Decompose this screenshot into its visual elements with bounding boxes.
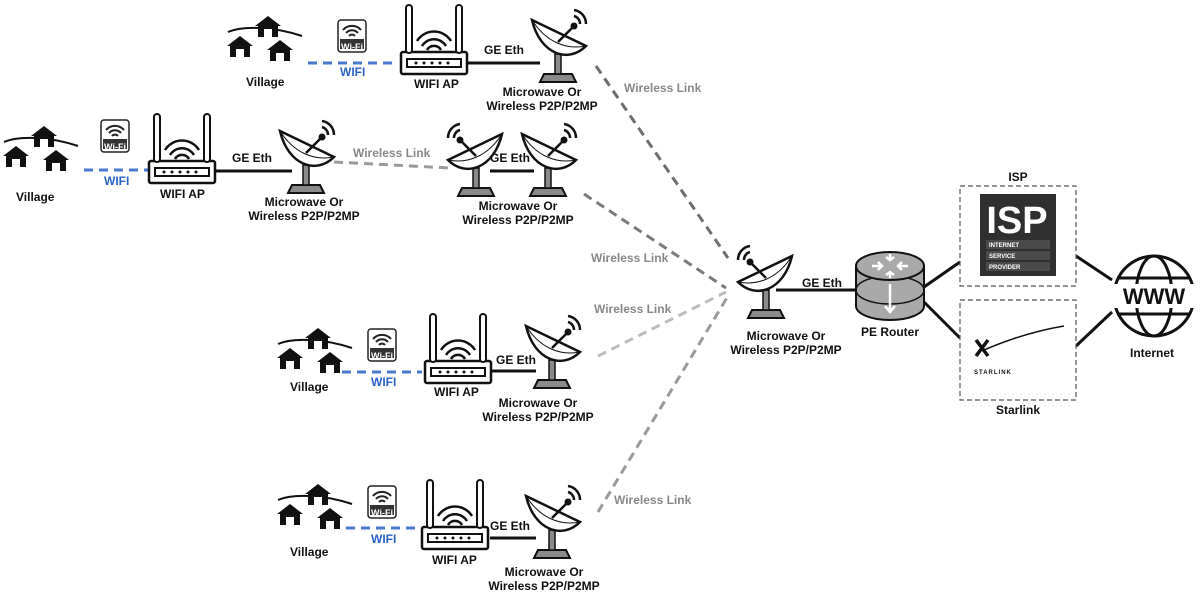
wifi-ap-icon [399, 3, 469, 76]
site-top: Village Wi-Fi WIFI WIFI AP GE Eth Microw… [227, 3, 598, 113]
wifi-ap-icon [147, 112, 217, 185]
ge-eth-label: GE Eth [490, 151, 530, 165]
link-isp-internet [1075, 254, 1113, 282]
microwave-label-2: Wireless P2P/P2MP [488, 579, 599, 593]
wireless-link-relay-hub [583, 192, 727, 290]
village-label: Village [246, 75, 285, 89]
microwave-label-1: Microwave Or [747, 329, 826, 343]
pe-router-label: PE Router [861, 325, 919, 339]
microwave-label-1: Microwave Or [499, 396, 578, 410]
microwave-label-1: Microwave Or [505, 565, 584, 579]
microwave-label-2: Wireless P2P/P2MP [730, 343, 841, 357]
ge-eth-label: GE Eth [490, 519, 530, 533]
link-starlink-internet [1074, 310, 1114, 348]
wifi-label: WIFI [340, 65, 365, 79]
svg-text:Wi-Fi: Wi-Fi [104, 142, 126, 152]
microwave-label-1: Microwave Or [479, 199, 558, 213]
wifi-ap-icon [420, 478, 490, 551]
ge-eth-label: GE Eth [484, 43, 524, 57]
svg-text:INTERNET: INTERNET [989, 243, 1019, 249]
starlink-label: Starlink [996, 403, 1040, 417]
isp-label: ISP [1008, 170, 1027, 184]
microwave-dish-icon [524, 314, 582, 390]
pe-router: PE Router [855, 251, 925, 339]
microwave-dish-icon [278, 119, 336, 195]
microwave-label-2: Wireless P2P/P2MP [482, 410, 593, 424]
wifi-ap-label: WIFI AP [432, 553, 477, 567]
microwave-label-2: Wireless P2P/P2MP [462, 213, 573, 227]
microwave-dish-icon [530, 8, 588, 84]
wifi-badge: Wi-Fi [337, 19, 367, 53]
wifi-ap-icon [423, 312, 493, 385]
hub-site: GE Eth Microwave Or Wireless P2P/P2MP [730, 246, 842, 357]
microwave-label-2: Wireless P2P/P2MP [248, 209, 359, 223]
wireless-link-top-hub [594, 65, 730, 259]
ge-eth-label: GE Eth [802, 276, 842, 290]
isp-block: ISP ISP INTERNET SERVICE PROVIDER [959, 170, 1077, 287]
wireless-link-label: Wireless Link [624, 81, 702, 95]
wifi-badge: Wi-Fi [100, 119, 130, 153]
site-left: Village Wi-Fi WIFI WIFI AP GE Eth Microw… [3, 112, 431, 223]
links [84, 61, 1114, 540]
link-router-starlink [922, 300, 962, 340]
microwave-dish-icon [524, 484, 582, 560]
svg-text:Wi-Fi: Wi-Fi [371, 508, 393, 518]
wireless-link-third-hub [597, 290, 727, 358]
village-icon [277, 484, 352, 529]
starlink-logo: STARLINK [974, 325, 1065, 376]
wireless-link-bottom-hub [596, 295, 730, 513]
relay-site: GE Eth Microwave Or Wireless P2P/P2MP Wi… [448, 81, 702, 265]
wifi-badge: Wi-Fi [367, 485, 397, 519]
isp-logo: ISP INTERNET SERVICE PROVIDER [980, 194, 1056, 276]
wifi-ap-label: WIFI AP [414, 77, 459, 91]
village-label: Village [290, 380, 329, 394]
wifi-label: WIFI [104, 174, 129, 188]
wireless-link-label: Wireless Link [591, 251, 669, 265]
wifi-badge: Wi-Fi [367, 328, 397, 362]
village-icon [227, 16, 302, 61]
wifi-ap-label: WIFI AP [160, 187, 205, 201]
svg-text:SERVICE: SERVICE [989, 254, 1015, 260]
svg-text:Wi-Fi: Wi-Fi [341, 42, 363, 52]
village-icon [277, 328, 352, 373]
wifi-label: WIFI [371, 532, 396, 546]
microwave-dish-icon [738, 246, 792, 318]
globe-icon: WWW [1112, 254, 1196, 338]
wireless-link-label: Wireless Link [353, 146, 431, 160]
microwave-dish-icon-right [520, 122, 578, 198]
ge-eth-label: GE Eth [232, 151, 272, 165]
internet-block: WWW Internet [1112, 254, 1196, 360]
svg-text:Wi-Fi: Wi-Fi [371, 351, 393, 361]
microwave-label-1: Microwave Or [503, 85, 582, 99]
microwave-label-2: Wireless P2P/P2MP [486, 99, 597, 113]
ge-eth-label: GE Eth [496, 353, 536, 367]
starlink-block: STARLINK Starlink [959, 299, 1077, 417]
village-icon [3, 126, 78, 171]
village-label: Village [290, 545, 329, 559]
router-icon [855, 251, 925, 321]
starlink-box [959, 299, 1077, 401]
wifi-ap-label: WIFI AP [434, 385, 479, 399]
site-bottom: Village Wi-Fi WIFI WIFI AP GE Eth Microw… [277, 478, 692, 593]
site-third: Village Wi-Fi WIFI WIFI AP GE Eth Microw… [277, 302, 672, 424]
internet-label: Internet [1130, 346, 1174, 360]
village-label: Village [16, 190, 55, 204]
link-router-isp [923, 260, 961, 289]
microwave-label-1: Microwave Or [265, 195, 344, 209]
svg-text:STARLINK: STARLINK [974, 370, 1012, 376]
svg-text:WWW: WWW [1123, 284, 1186, 309]
wireless-link-label: Wireless Link [594, 302, 672, 316]
wireless-link-label: Wireless Link [614, 493, 692, 507]
wifi-label: WIFI [371, 375, 396, 389]
wireless-link-left-relay [333, 160, 451, 170]
svg-text:ISP: ISP [986, 200, 1047, 242]
svg-text:PROVIDER: PROVIDER [989, 265, 1021, 271]
